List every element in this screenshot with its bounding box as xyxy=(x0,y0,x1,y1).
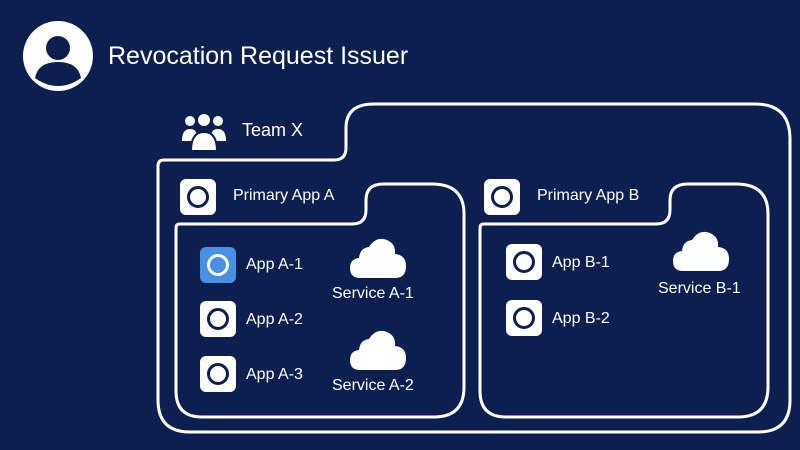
app-ring-icon xyxy=(491,186,513,208)
cloud-icon xyxy=(350,238,406,278)
team-label: Team X xyxy=(242,120,304,140)
app-ring-icon xyxy=(187,186,209,208)
app-a-1-icon[interactable] xyxy=(200,247,236,283)
app-a-3-icon[interactable] xyxy=(200,356,236,392)
primary-app-a-label: Primary App A xyxy=(233,187,335,204)
issuer-title: Revocation Request Issuer xyxy=(108,42,409,70)
app-b-2-icon[interactable] xyxy=(506,300,542,336)
team-container-outline xyxy=(156,102,792,434)
service-a-1-label: Service A-1 xyxy=(332,285,414,302)
primary-app-a-icon xyxy=(180,179,216,215)
app-ring-icon xyxy=(513,251,535,273)
primary-app-a-outline xyxy=(174,182,466,419)
app-a-3-label[interactable]: App A-3 xyxy=(246,366,303,383)
primary-app-b-icon xyxy=(484,179,520,215)
user-avatar-icon xyxy=(23,21,93,91)
service-a-2-label: Service A-2 xyxy=(332,377,414,394)
app-a-2-icon[interactable] xyxy=(200,301,236,337)
team-group-icon xyxy=(182,112,226,151)
app-ring-icon xyxy=(513,307,535,329)
primary-app-b-label: Primary App B xyxy=(537,187,640,204)
service-b-1-label: Service B-1 xyxy=(658,280,741,297)
app-b-2-label[interactable]: App B-2 xyxy=(552,310,610,327)
primary-app-b-outline xyxy=(478,182,770,419)
app-ring-icon xyxy=(207,308,229,330)
app-a-2-label[interactable]: App A-2 xyxy=(246,311,303,328)
app-b-1-icon[interactable] xyxy=(506,244,542,280)
cloud-icon xyxy=(350,330,406,370)
cloud-icon xyxy=(673,231,729,271)
app-ring-icon xyxy=(207,363,229,385)
app-a-1-label[interactable]: App A-1 xyxy=(246,256,303,273)
app-b-1-label[interactable]: App B-1 xyxy=(552,254,610,271)
app-ring-icon xyxy=(207,254,229,276)
